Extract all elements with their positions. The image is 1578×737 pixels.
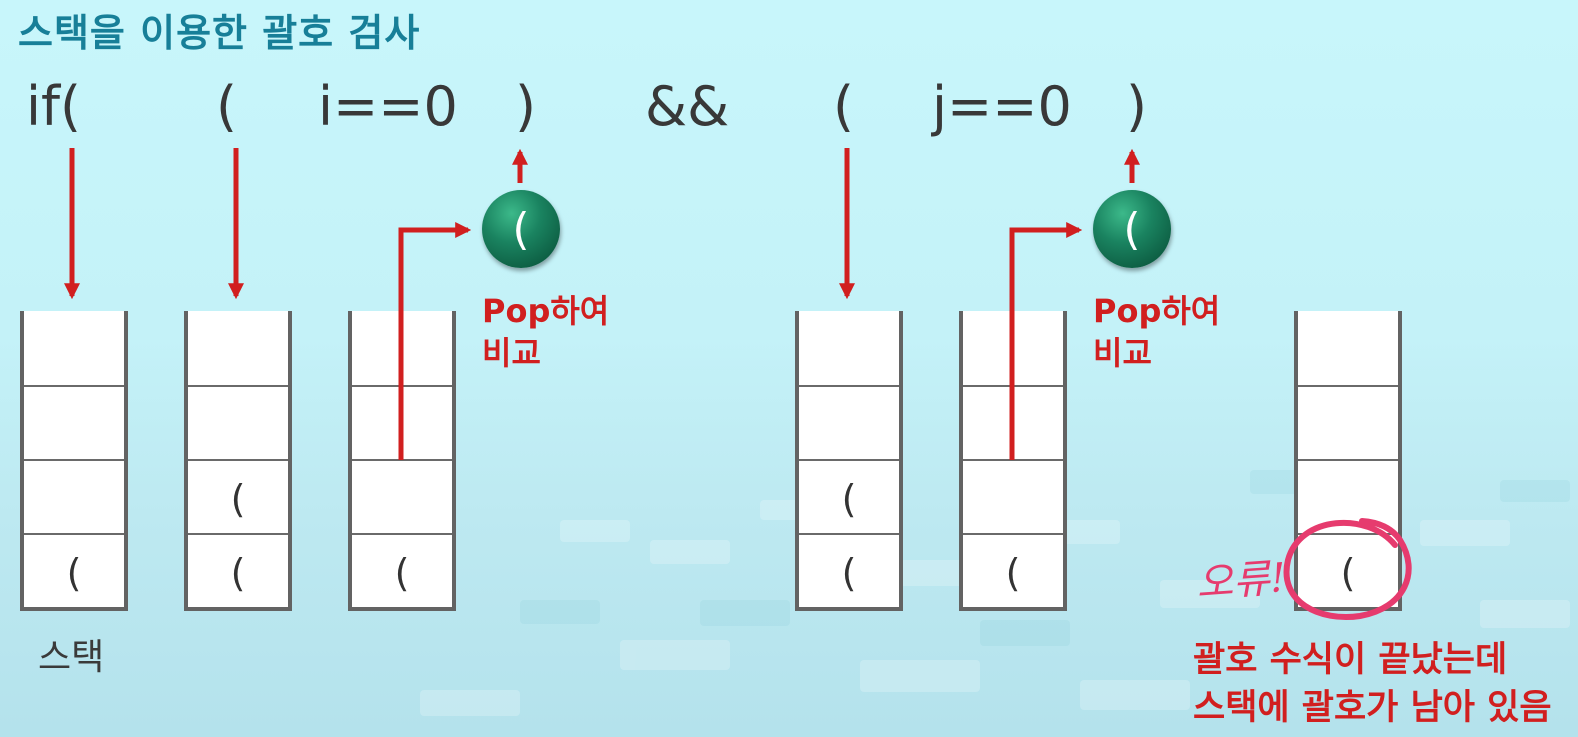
token-close-paren-2: ) <box>1126 75 1148 138</box>
pop-note-line: 비교 <box>482 334 541 372</box>
error-mark: 오류! <box>1194 554 1288 608</box>
token-j-eq-0: j==0 <box>932 75 1072 138</box>
popped-paren-ball-1: ( <box>482 190 560 268</box>
pop-arrow-1 <box>398 221 472 460</box>
pop-arrow-2 <box>1009 221 1083 460</box>
token-if-open: if( <box>26 75 82 138</box>
stack-2: ( ( <box>184 311 292 611</box>
stack-4: ( ( <box>795 311 903 611</box>
stack-cell: ( <box>841 550 857 595</box>
token-open-paren-2: ( <box>833 75 855 138</box>
stack-cell: ( <box>230 550 246 595</box>
stack-1: ( <box>20 311 128 611</box>
token-close-paren-1: ) <box>515 75 537 138</box>
pop-note-1: Pop하여 비교 <box>482 290 609 374</box>
stack-6: ( <box>1294 311 1402 611</box>
page-title: 스택을 이용한 괄호 검사 <box>18 11 421 55</box>
stack-cell: ( <box>1005 550 1021 595</box>
stack-cell: ( <box>394 550 410 595</box>
token-i-eq-0: i==0 <box>318 75 458 138</box>
token-and: && <box>645 75 730 138</box>
stack-cell: ( <box>230 476 246 521</box>
pop-note-line: Pop하여 <box>482 292 610 330</box>
error-note: 괄호 수식이 끝났는데 스택에 괄호가 남아 있음 <box>1193 636 1552 732</box>
pop-note-line: 비교 <box>1093 334 1152 372</box>
pop-note-2: Pop하여 비교 <box>1093 290 1220 374</box>
token-open-paren-1: ( <box>216 75 238 138</box>
error-note-line: 괄호 수식이 끝났는데 <box>1193 640 1508 680</box>
stack-cell: ( <box>841 476 857 521</box>
popped-paren-ball-2: ( <box>1093 190 1171 268</box>
pop-note-line: Pop하여 <box>1093 292 1221 330</box>
error-circle <box>1283 518 1412 620</box>
stack-cell: ( <box>66 550 82 595</box>
stack-cell: ( <box>1340 550 1356 595</box>
error-note-line: 스택에 괄호가 남아 있음 <box>1193 688 1552 728</box>
stack-caption: 스택 <box>38 637 105 678</box>
